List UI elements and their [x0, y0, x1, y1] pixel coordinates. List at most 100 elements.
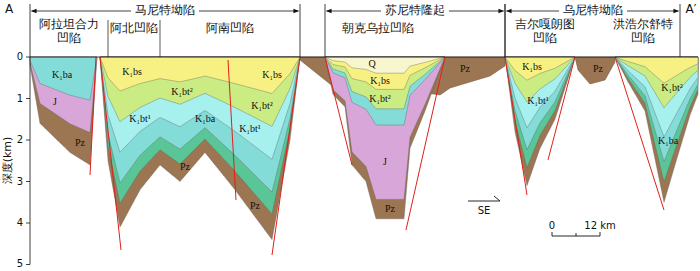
basin-fill	[100, 57, 300, 240]
section-end: A′	[686, 3, 697, 15]
stratum-layer	[615, 57, 698, 182]
stratum-layer	[30, 57, 97, 100]
axis-tick	[26, 140, 30, 141]
axis-value: 1	[17, 94, 23, 104]
sag-name: 朝克乌拉凹陷	[342, 22, 414, 36]
stratum-layer	[505, 57, 575, 168]
stratum-label: J	[53, 97, 57, 107]
sag-name: 吉尔嘎朗图 凹陷	[513, 18, 577, 46]
scale-bar	[552, 232, 600, 236]
stratum-layer	[100, 57, 300, 192]
bracket-end	[325, 4, 326, 57]
sag-cell: 吉尔嘎朗图 凹陷	[505, 16, 585, 56]
sag-cell: 阿南凹陷	[160, 16, 300, 56]
scale-label: 0	[549, 221, 555, 231]
stratum-layer	[100, 57, 300, 214]
stratum-label: K₁bt¹	[239, 124, 260, 134]
direction-arrow	[468, 196, 500, 201]
stratum-label: K₁ba	[52, 70, 72, 80]
sag-cell: 阿北凹陷	[108, 16, 160, 56]
stratum-layer	[615, 57, 698, 83]
stratum-layer	[505, 57, 575, 128]
stratum-layer	[100, 57, 300, 94]
axis-value: 0	[17, 52, 23, 62]
fault-line	[615, 57, 664, 210]
fault-line	[100, 57, 121, 250]
uplift-bracket: 苏尼特隆起朝克乌拉凹陷	[325, 2, 505, 57]
stratum-layer	[100, 57, 300, 240]
stratum-layer	[100, 57, 300, 159]
scale-tick	[576, 233, 577, 236]
bracket-end	[300, 4, 301, 57]
axis-title: 深度(km)	[3, 136, 14, 184]
region-title: 马尼特坳陷	[131, 4, 199, 18]
stratum-label: K₁bs	[522, 62, 542, 72]
basin-fill	[615, 57, 698, 202]
bracket-end	[505, 4, 506, 57]
stratum-label: K₁bs	[122, 67, 142, 77]
axis-value: 2	[17, 135, 23, 145]
sag-cell: 洪浩尔舒特 凹陷	[605, 16, 680, 56]
stratum-layer	[325, 57, 445, 73]
fault-line	[228, 60, 236, 200]
basement-outcrop	[575, 57, 615, 84]
axis-tick	[26, 181, 30, 182]
stratum-layer	[30, 57, 97, 133]
axis-tick	[26, 264, 30, 265]
stratum-layer	[100, 57, 300, 126]
stratum-label: K₁bs	[262, 70, 282, 80]
axis-tick	[26, 98, 30, 99]
stratum-label: Pz	[180, 162, 190, 172]
stratum-label: Pz	[75, 138, 85, 148]
section-end: A	[5, 3, 13, 15]
stratum-label: Pz	[593, 64, 603, 74]
stratum-label: K₁bt¹	[129, 114, 150, 124]
axis-value: 3	[17, 177, 23, 187]
axis-tick	[26, 223, 30, 224]
sag-name: 洪浩尔舒特 凹陷	[611, 18, 675, 46]
stratum-label: Q	[368, 59, 375, 69]
stratum-layer	[615, 57, 698, 202]
stratum-label: K₁bs	[370, 76, 390, 86]
stratum-layer	[615, 57, 698, 108]
stratum-label: Pz	[250, 201, 260, 211]
fault-line	[406, 57, 445, 230]
stratum-label: K₁bt²	[171, 87, 192, 97]
scale-label: 12 km	[584, 221, 615, 231]
surface-line	[30, 57, 698, 58]
stratum-layer	[615, 57, 698, 162]
cell-divider	[160, 20, 161, 57]
bracket-end	[30, 4, 31, 57]
cell-divider	[108, 20, 109, 57]
stratum-layer	[325, 57, 445, 89]
axis-value: 4	[17, 218, 23, 228]
depression-bracket: 乌尼特坳陷吉尔嘎朗图 凹陷 洪浩尔舒特 凹陷	[505, 2, 680, 57]
axis-tick	[26, 57, 30, 58]
stratum-label: J	[383, 157, 387, 167]
stratum-label: K₁bt²	[661, 83, 682, 93]
stratum-label: Pz	[385, 204, 395, 214]
direction-label: SE	[478, 206, 491, 216]
stratum-layer	[505, 57, 575, 150]
fault-line	[90, 57, 96, 175]
axis-value: 5	[17, 259, 23, 269]
region-title: 乌尼特坳陷	[559, 4, 627, 18]
sag-name: 阿北凹陷	[110, 22, 158, 36]
stratum-label: Pz	[460, 64, 470, 74]
bracket-end	[680, 4, 681, 57]
stratum-label: K₁bt¹	[527, 96, 548, 106]
stratum-label: K₁bt²	[369, 94, 390, 104]
sag-cell: 阿拉坦合力 凹陷	[30, 16, 108, 56]
basin-fill	[30, 57, 97, 165]
stratum-layer	[505, 57, 575, 80]
bracket-end	[505, 4, 506, 57]
stratum-layer	[325, 57, 445, 199]
stratum-layer	[325, 57, 445, 125]
stratum-label: K₁bt²	[251, 101, 272, 111]
region-title: 苏尼特隆起	[381, 4, 449, 18]
fault-line	[325, 57, 352, 165]
stratum-layer	[325, 57, 445, 109]
sag-name: 阿拉坦合力 凹陷	[37, 18, 101, 46]
depression-bracket: 马尼特坳陷阿拉坦合力 凹陷阿北凹陷阿南凹陷	[30, 2, 300, 57]
